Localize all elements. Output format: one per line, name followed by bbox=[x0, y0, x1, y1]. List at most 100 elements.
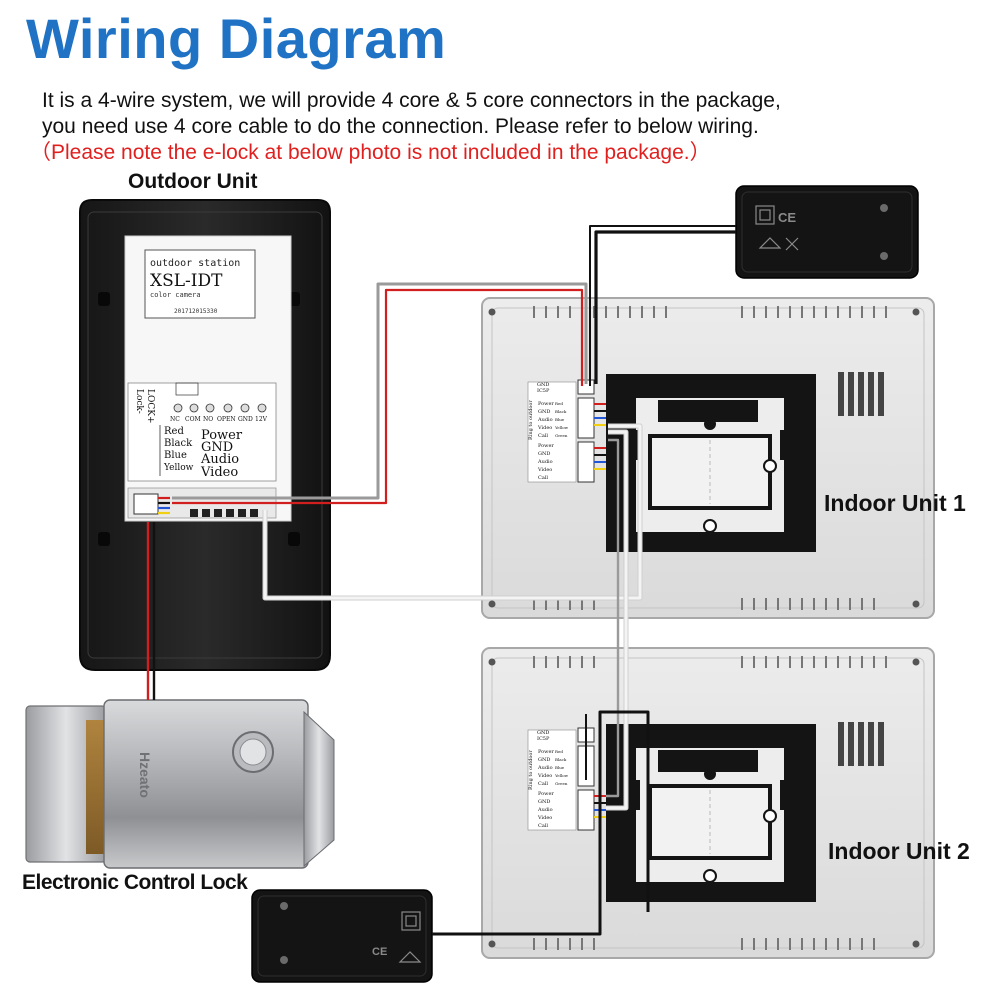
model-sticker: outdoor station XSL-IDT color camera 201… bbox=[144, 249, 256, 319]
plug-pin-icon bbox=[880, 204, 888, 212]
mount-hole bbox=[98, 292, 110, 306]
power-adapter-2: CE bbox=[251, 889, 433, 983]
wire-gray-link bbox=[606, 438, 620, 798]
sticker-model: XSL-IDT bbox=[150, 271, 223, 291]
indoor2-col-black: Black bbox=[555, 757, 567, 762]
indoor2-col-yellow: Yellow bbox=[554, 773, 569, 778]
lock-plus-label: LOCK+ bbox=[145, 389, 155, 424]
indoor1-icsp-label: IC5P bbox=[537, 388, 550, 394]
warning-icon bbox=[398, 951, 422, 963]
indoor-terminal-label: GND IC5P Ring to outdoor Power GND Audio… bbox=[527, 381, 577, 483]
mounting-bracket bbox=[606, 724, 816, 902]
indoor1-connectors bbox=[577, 379, 595, 483]
lock-brand: Hzeato bbox=[137, 752, 153, 798]
indoor2-fn-audio: Audio bbox=[537, 765, 553, 771]
page-title: Wiring Diagram bbox=[26, 7, 447, 70]
indoor1-gnd-label: GND bbox=[537, 382, 549, 388]
vent-slots-top bbox=[533, 656, 887, 668]
wire-color-red: Red bbox=[164, 426, 184, 437]
terminal-nc: NC bbox=[170, 416, 180, 423]
indoor1-fn2-power: Power bbox=[538, 443, 554, 449]
indoor2-ring-label: Ring to outdoor bbox=[528, 750, 534, 790]
indoor1-col-black: Black bbox=[555, 409, 567, 414]
indoor1-fn2-audio: Audio bbox=[537, 459, 553, 465]
sticker-line-1: outdoor station bbox=[150, 258, 240, 269]
indoor2-fn-call: Call bbox=[538, 781, 548, 787]
warning-icon bbox=[758, 237, 782, 249]
indoor2-fn2-power: Power bbox=[538, 791, 554, 797]
indoor1-fn-gnd: GND bbox=[538, 409, 550, 415]
wires bbox=[146, 225, 736, 936]
screw-terminal-row bbox=[173, 403, 267, 413]
ce-mark-icon: CE bbox=[778, 210, 796, 225]
indoor2-fn2-video: Video bbox=[537, 815, 552, 821]
indoor-terminal-label: GND IC5P Ring to outdoor Power GND Audio… bbox=[527, 729, 577, 831]
wire-color-black: Black bbox=[164, 438, 193, 449]
power-adapter-1: CE bbox=[735, 185, 919, 279]
plug-pin-icon bbox=[280, 956, 288, 964]
double-insulation-icon bbox=[401, 911, 421, 931]
terminal-com: COM bbox=[185, 416, 201, 423]
indoor-unit-1: GND IC5P Ring to outdoor Power GND Audio… bbox=[481, 297, 935, 619]
indoor1-ring-label: Ring to outdoor bbox=[528, 400, 534, 440]
indoor1-col-yellow: Yellow bbox=[554, 425, 569, 430]
indoor2-fn2-call: Call bbox=[538, 823, 548, 829]
double-insulation-icon bbox=[755, 205, 775, 225]
wire-black-power bbox=[594, 230, 736, 384]
mounting-bracket bbox=[606, 374, 816, 552]
indoor1-fn-audio: Audio bbox=[537, 417, 553, 423]
outdoor-pin-header bbox=[133, 493, 258, 517]
outdoor-unit-label: Outdoor Unit bbox=[128, 170, 258, 193]
indoor2-icsp-label: IC5P bbox=[537, 736, 550, 742]
indoor2-fn-power: Power bbox=[538, 749, 554, 755]
wire-fn-power: Power bbox=[201, 428, 243, 443]
description-line-2: you need use 4 core cable to do the conn… bbox=[42, 115, 759, 138]
electronic-lock: Hzeato bbox=[25, 699, 335, 869]
indoor2-col-green: Green bbox=[555, 781, 568, 786]
indoor1-fn2-gnd: GND bbox=[538, 451, 550, 457]
wire-black-power-3 bbox=[432, 710, 650, 936]
description: It is a 4-wire system, we will provide 4… bbox=[30, 88, 982, 166]
indoor1-fn-video: Video bbox=[537, 425, 552, 431]
wire-black-power-2 bbox=[589, 225, 736, 386]
lock-minus-label: Lock- bbox=[134, 389, 144, 414]
indoor2-fn-video: Video bbox=[537, 773, 552, 779]
indoor1-fn2-call: Call bbox=[538, 475, 548, 481]
description-line-1: It is a 4-wire system, we will provide 4… bbox=[42, 89, 781, 112]
wire-fn-video: Video bbox=[200, 465, 238, 480]
indoor2-col-blue: Blue bbox=[555, 765, 565, 770]
mount-hole bbox=[288, 532, 300, 546]
terminal-label: LOCK+ Lock- NC COM NO OPEN GND 12V Red B… bbox=[127, 382, 277, 482]
indoor2-fn-gnd: GND bbox=[538, 757, 550, 763]
vent-slots-bottom bbox=[533, 938, 875, 950]
terminal-open: OPEN bbox=[217, 416, 236, 423]
indoor1-col-red: Red bbox=[555, 401, 563, 406]
indoor-unit-1-label: Indoor Unit 1 bbox=[824, 490, 966, 516]
wire-red bbox=[172, 288, 584, 505]
indoor1-col-green: Green bbox=[555, 433, 568, 438]
wire-gray bbox=[172, 282, 588, 500]
wire-fn-audio: Audio bbox=[200, 452, 239, 467]
sticker-serial: 201712015330 bbox=[174, 308, 218, 315]
indoor-unit-2-label: Indoor Unit 2 bbox=[828, 838, 970, 864]
plug-pin-icon bbox=[280, 902, 288, 910]
indoor1-short-wires bbox=[594, 403, 606, 470]
side-vents bbox=[838, 372, 884, 416]
wire-color-yellow: Yellow bbox=[163, 463, 194, 473]
vent-slots-bottom bbox=[533, 598, 875, 610]
lock-label: Electronic Control Lock bbox=[22, 871, 248, 894]
sticker-line-3: color camera bbox=[150, 291, 201, 299]
wire-fn-gnd: GND bbox=[201, 440, 233, 455]
wire-color-blue: Blue bbox=[164, 450, 187, 461]
indoor2-fn2-gnd: GND bbox=[538, 799, 550, 805]
weee-icon bbox=[785, 237, 799, 251]
indoor-unit-2: GND IC5P Ring to outdoor Power GND Audio… bbox=[481, 647, 935, 959]
ce-mark-icon: CE bbox=[372, 946, 387, 958]
plug-pin-icon bbox=[880, 252, 888, 260]
terminal-12v: 12V bbox=[255, 416, 268, 423]
indoor1-col-blue: Blue bbox=[555, 417, 565, 422]
indoor2-gnd-label: GND bbox=[537, 730, 549, 736]
terminal-no: NO bbox=[203, 416, 213, 423]
indoor2-col-red: Red bbox=[555, 749, 563, 754]
